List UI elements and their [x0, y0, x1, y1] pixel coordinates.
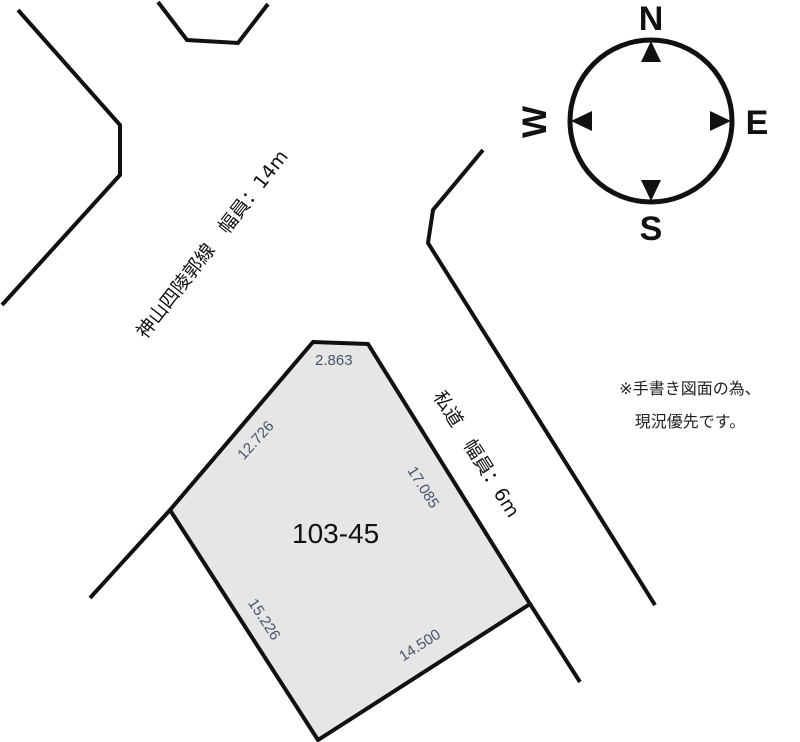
compass-north: N: [639, 0, 664, 38]
compass-east: E: [746, 104, 769, 142]
lot-extension-line-left: [88, 508, 172, 600]
private-road-east-edge: [425, 148, 657, 607]
disclaimer-note: ※手書き図面の為、 現況優先です。: [590, 372, 790, 438]
top-boundary-line: [156, 0, 270, 46]
edge-length-top: 2.863: [315, 352, 353, 369]
main-road-west-edge: [0, 8, 122, 307]
lot-extension-line-right: [528, 602, 582, 684]
note-line-2: 現況優先です。: [634, 412, 746, 431]
compass-west: W: [516, 105, 554, 138]
note-line-1: ※手書き図面の為、: [619, 379, 761, 398]
compass-south: S: [640, 210, 663, 248]
lot-parcel[interactable]: [167, 339, 533, 742]
lot-number: 103-45: [292, 518, 380, 549]
compass-icon: N S E W: [516, 0, 768, 248]
